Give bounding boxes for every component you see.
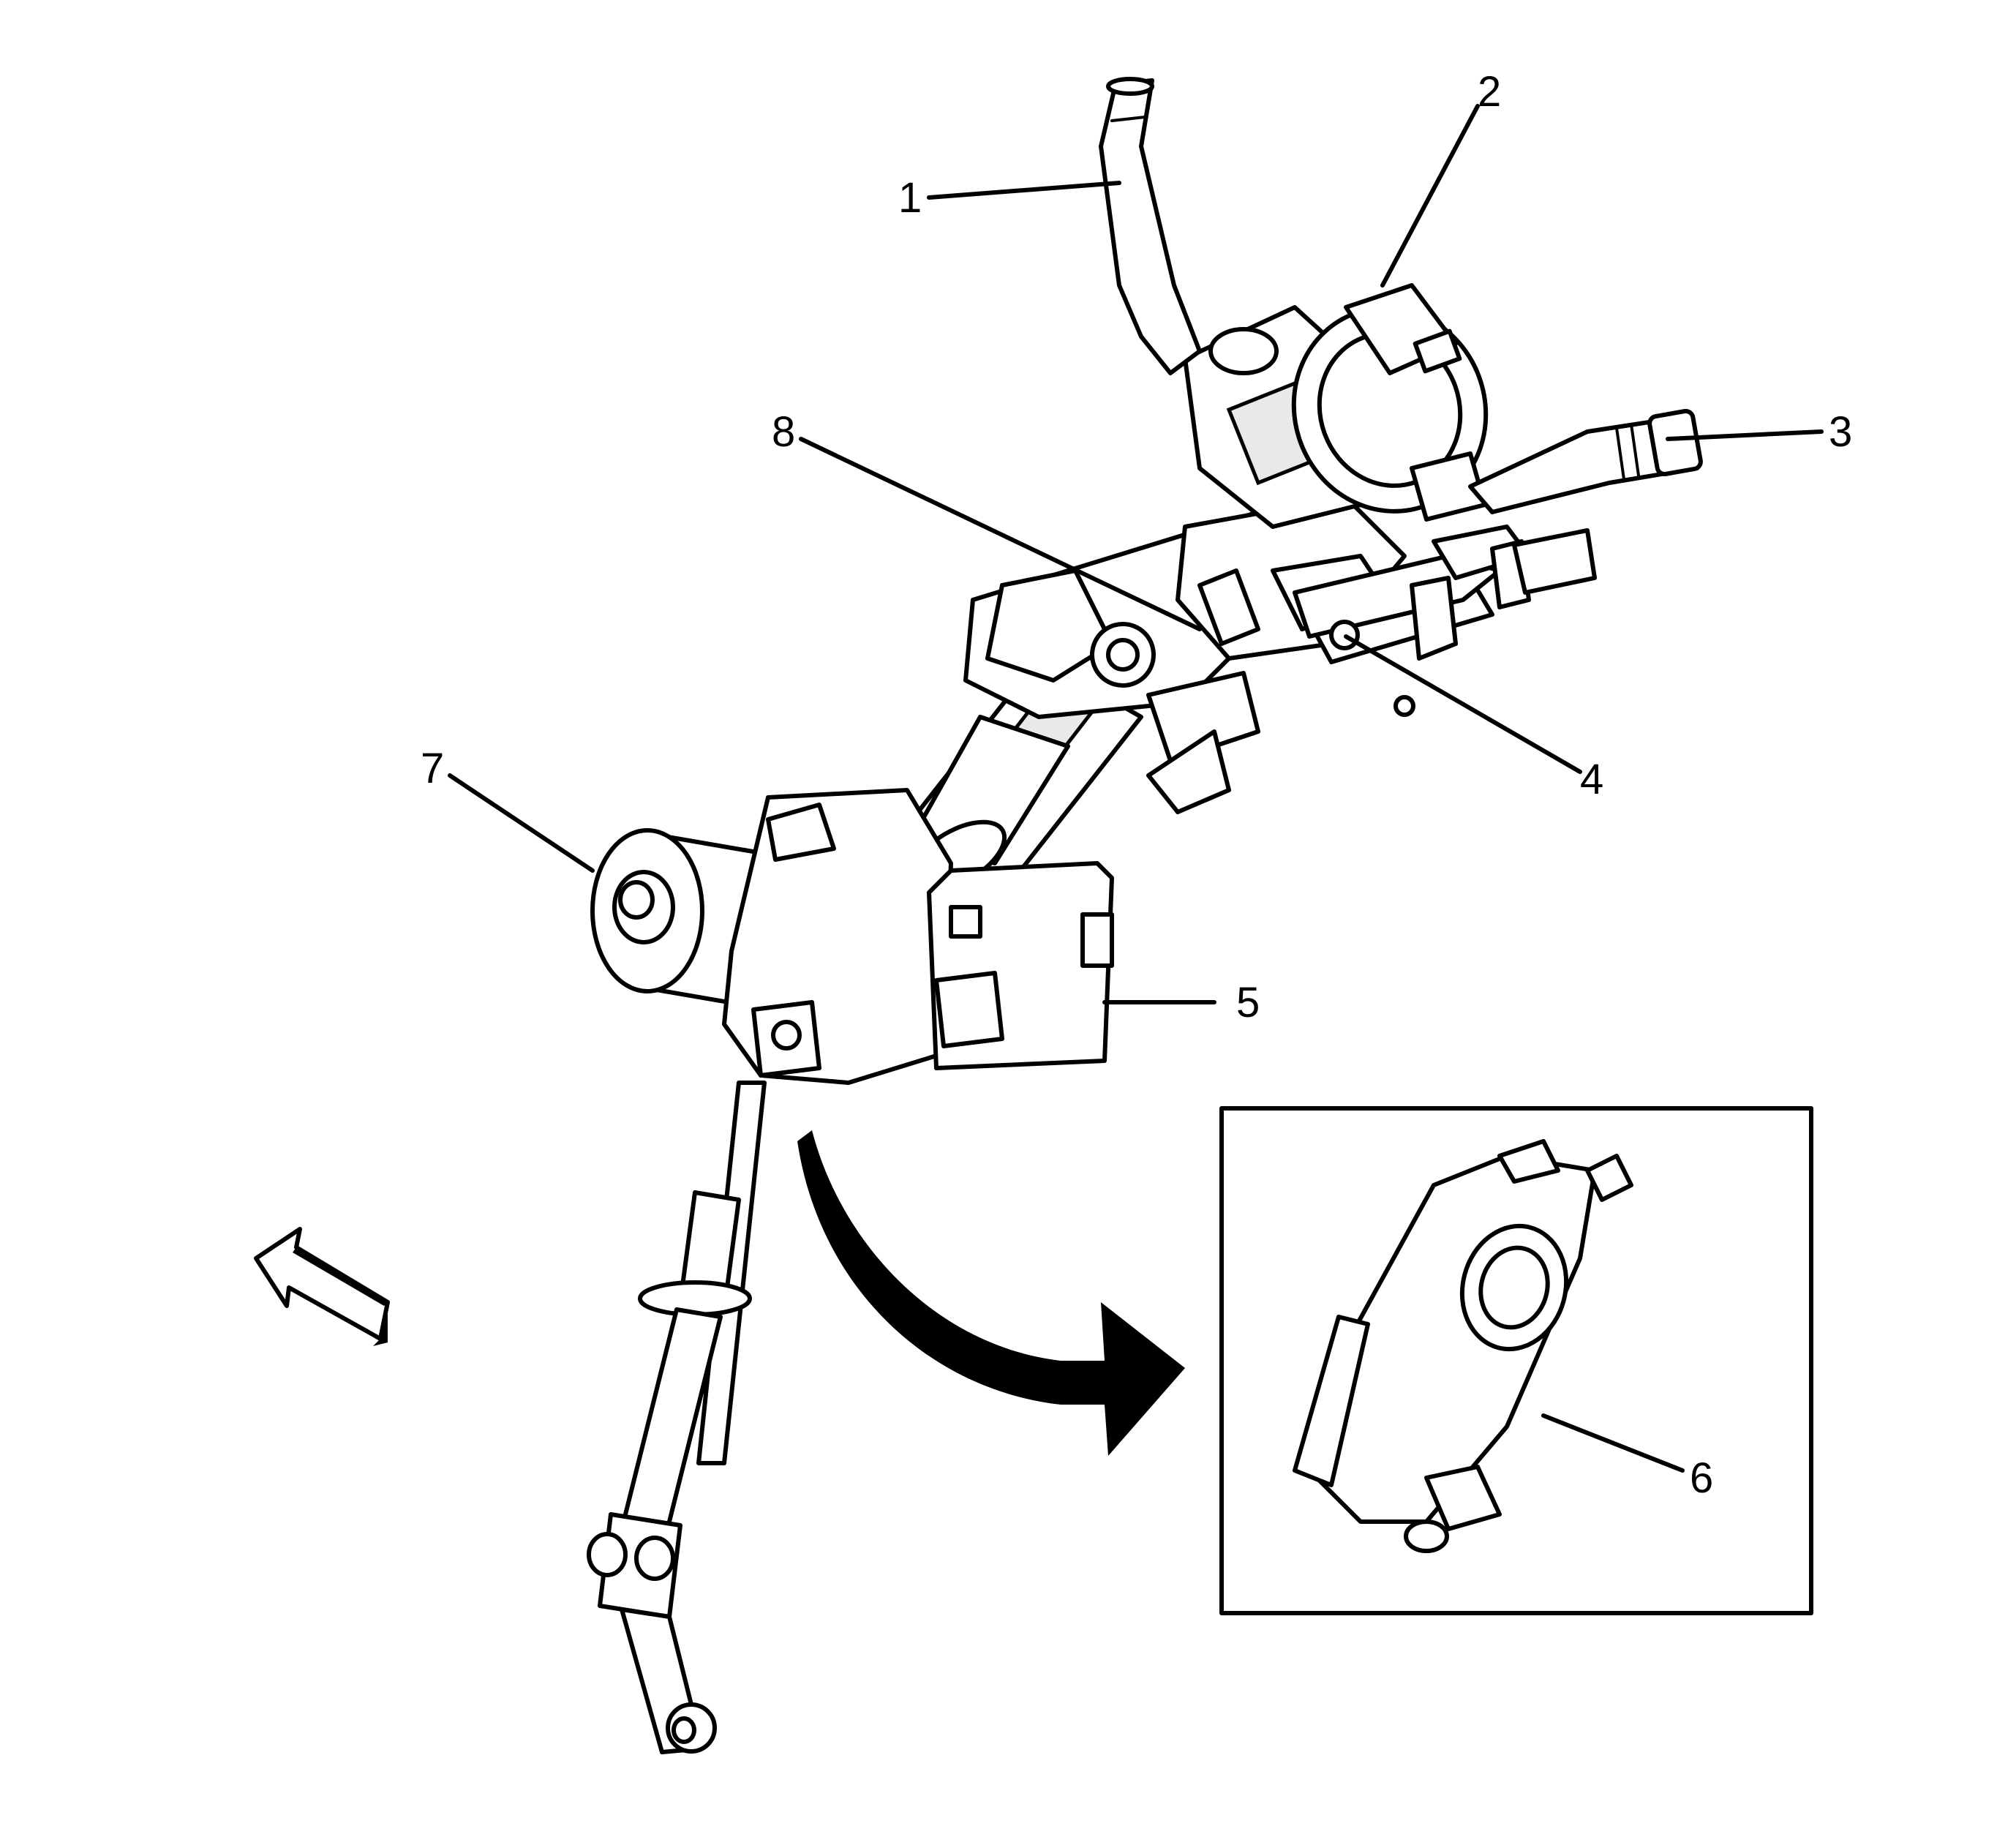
callout-3: 3	[1829, 408, 1852, 456]
leader-8	[799, 437, 1202, 631]
connector	[1490, 528, 1597, 609]
gear-housing	[722, 788, 953, 1085]
view-direction-arrow	[254, 1227, 390, 1346]
callout-8: 8	[772, 408, 795, 456]
callout-6: 6	[1690, 1454, 1713, 1502]
leader-1	[927, 181, 1121, 200]
leader-4	[1344, 634, 1582, 774]
steering-angle-sensor	[1293, 1139, 1633, 1553]
turn-signal-lever	[1099, 77, 1202, 375]
control-module	[927, 861, 1114, 1070]
wiper-lever	[1468, 408, 1703, 514]
clockspring	[1291, 283, 1489, 522]
leader-7	[448, 773, 595, 873]
callout-1: 1	[898, 174, 922, 222]
detail-inset	[1219, 1106, 1813, 1615]
intermediate-shaft	[587, 1081, 767, 1754]
transition-arrow	[797, 1130, 1185, 1456]
leader-lines	[448, 104, 1824, 1473]
callout-labels: 1 2 3 4 5 6 7 8	[421, 68, 1852, 1502]
leader-6	[1541, 1413, 1685, 1473]
leader-2	[1380, 104, 1480, 288]
callout-7: 7	[421, 745, 444, 792]
leader-3	[1666, 429, 1824, 441]
callout-4: 4	[1580, 756, 1603, 803]
callout-2: 2	[1478, 68, 1501, 116]
callout-5: 5	[1236, 979, 1260, 1026]
